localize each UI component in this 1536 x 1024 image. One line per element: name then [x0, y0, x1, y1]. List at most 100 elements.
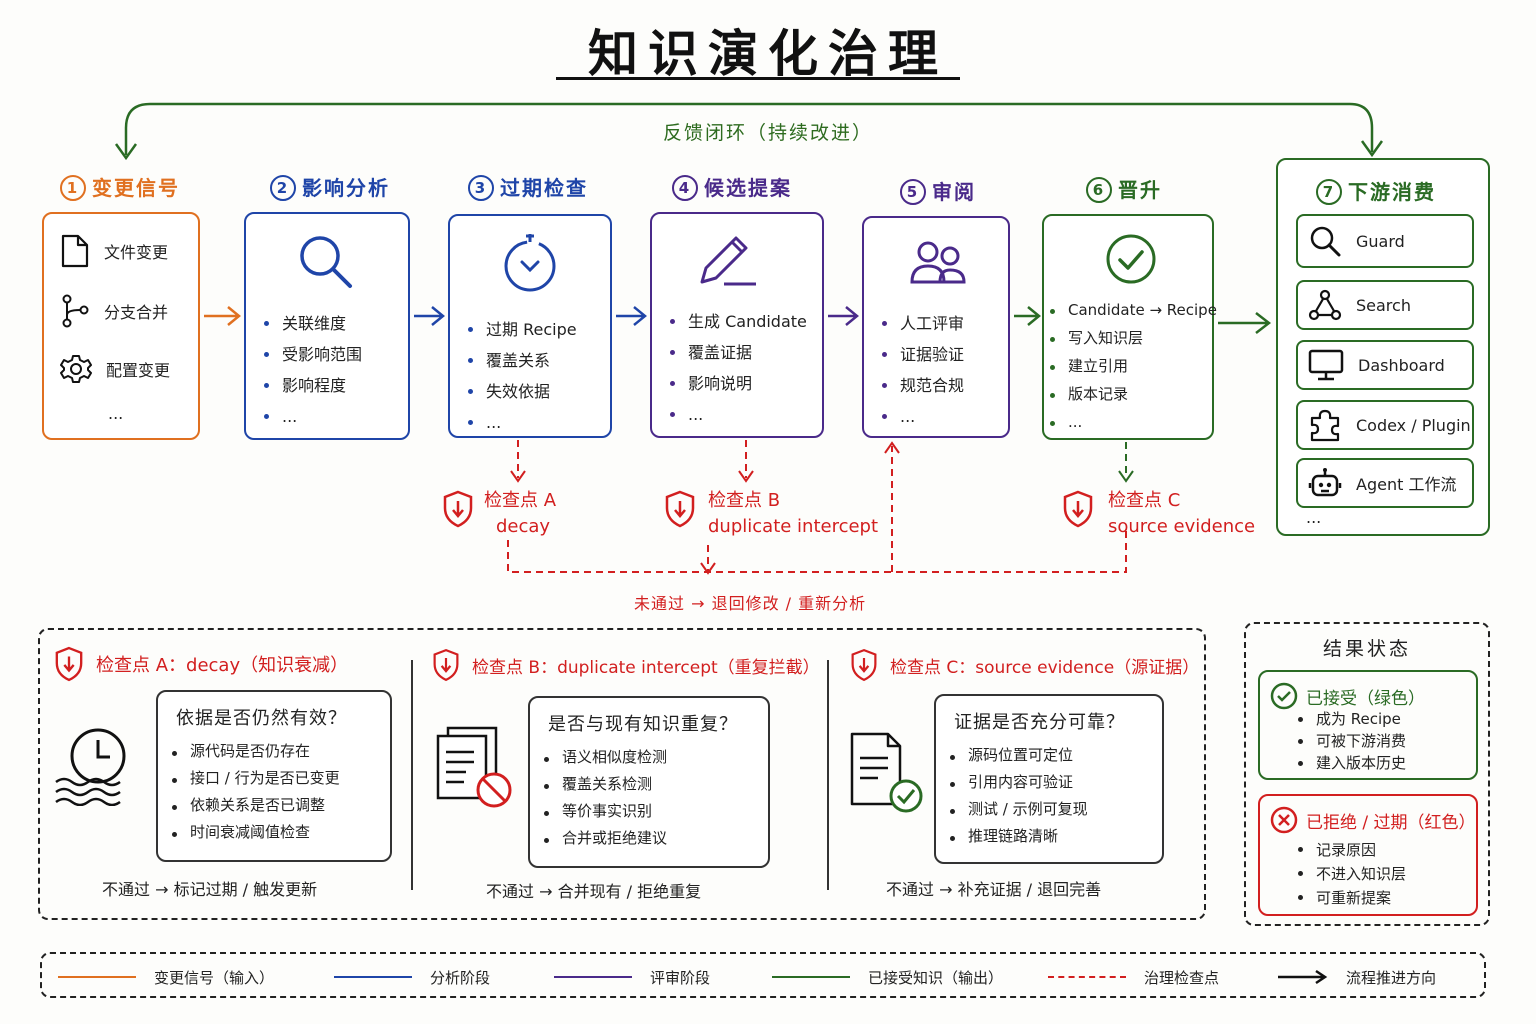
- legend-item-direction: 流程推进方向: [1276, 954, 1436, 1000]
- legend-item-review: 评审阶段: [554, 954, 710, 1000]
- shield-icon: [55, 646, 83, 682]
- stage-6-box: Candidate → Recipe 写入知识层 建立引用 版本记录 ...: [1042, 214, 1217, 440]
- close-circle-icon: [1270, 806, 1298, 834]
- state-accepted-item: 可被下游消费: [1296, 730, 1406, 752]
- magnifier-icon: [300, 236, 352, 288]
- stage-1-box: 文件变更 分支合并 配置变更 ...: [42, 212, 200, 440]
- detail-c-item: 测试 / 示例可复现: [948, 796, 1088, 823]
- consumer-codex-plugin[interactable]: Codex / Plugin: [1296, 400, 1474, 450]
- stage-6-item: 版本记录: [1048, 380, 1217, 408]
- detail-a-item: 源代码是否仍存在: [170, 738, 340, 765]
- file-icon: [61, 234, 89, 268]
- legend-item-checkpoint: 治理检查点: [1048, 954, 1219, 1000]
- stage-4-item: 影响说明: [668, 368, 807, 399]
- git-branch-icon: [62, 294, 89, 328]
- stage-2-item: 关联维度: [262, 308, 362, 339]
- detail-c-fail: 不通过 → 补充证据 / 退回完善: [886, 880, 1102, 899]
- title-underline: [556, 77, 960, 80]
- stage-4-item: 生成 Candidate: [668, 306, 807, 337]
- stage-3-item: 失效依据: [466, 376, 577, 407]
- detail-b-question-box: 是否与现有知识重复？ 语义相似度检测 覆盖关系检测 等价事实识别 合并或拒绝建议: [528, 696, 770, 868]
- timer-icon: [504, 234, 556, 292]
- feedback-loop-label: 反馈闭环（持续改进）: [662, 122, 873, 144]
- document-block-icon: [436, 726, 512, 808]
- detail-a-item: 依赖关系是否已调整: [170, 792, 340, 819]
- signal-file-change: 文件变更: [60, 234, 168, 268]
- detail-a-head: 检查点 A：decay（知识衰减）: [54, 646, 348, 682]
- legend-item-analysis: 分析阶段: [334, 954, 490, 1000]
- consumer-guard[interactable]: Guard: [1296, 214, 1474, 268]
- gear-icon: [60, 355, 92, 383]
- detail-b-question: 是否与现有知识重复？: [548, 714, 738, 735]
- detail-a-fail: 不通过 → 标记过期 / 触发更新: [102, 880, 318, 899]
- shield-icon: [433, 648, 459, 682]
- state-rejected-item: 不进入知识层: [1296, 862, 1406, 886]
- stage-4-box: 生成 Candidate 覆盖证据 影响说明 ...: [650, 212, 824, 438]
- detail-b-item: 覆盖关系检测: [542, 771, 667, 798]
- signal-config-change: 配置变更: [60, 352, 170, 386]
- stage-6-item: 写入知识层: [1048, 324, 1217, 352]
- result-states-title: 结果状态: [1322, 638, 1411, 660]
- document-check-icon: [850, 732, 923, 813]
- detail-c-question: 证据是否充分可靠？: [954, 712, 1125, 733]
- state-accepted-item: 成为 Recipe: [1296, 708, 1406, 730]
- detail-b-item: 语义相似度检测: [542, 744, 667, 771]
- detail-a-question: 依据是否仍然有效？: [176, 708, 347, 729]
- stage-2-item: 受影响范围: [262, 339, 362, 370]
- legend-item-accepted: 已接受知识（输出）: [772, 954, 1003, 1000]
- consumer-dashboard[interactable]: Dashboard: [1296, 340, 1474, 390]
- detail-b-item: 等价事实识别: [542, 798, 667, 825]
- stage-2-box: 关联维度 受影响范围 影响程度 ...: [244, 212, 410, 440]
- users-icon: [910, 241, 966, 284]
- state-rejected-item: 记录原因: [1296, 838, 1406, 862]
- legend-item-input: 变更信号（输入）: [58, 954, 274, 1000]
- detail-c-item: 引用内容可验证: [948, 769, 1088, 796]
- shield-icon: [665, 490, 695, 528]
- page-title: 知识演化治理: [588, 25, 948, 83]
- signal-more: ...: [108, 404, 124, 423]
- stage-5-item: ...: [880, 401, 964, 432]
- consumer-more: ...: [1306, 508, 1322, 527]
- state-accepted: 已接受（绿色） 成为 Recipe 可被下游消费 建入版本历史: [1258, 670, 1478, 780]
- state-accepted-item: 建入版本历史: [1296, 752, 1406, 774]
- stage-6-item: ...: [1048, 408, 1217, 436]
- detail-a-question-box: 依据是否仍然有效？ 源代码是否仍存在 接口 / 行为是否已变更 依赖关系是否已调…: [156, 690, 392, 862]
- robot-icon: [1308, 468, 1342, 497]
- stage-2-item: 影响程度: [262, 370, 362, 401]
- consumer-search[interactable]: Search: [1296, 280, 1474, 330]
- stage-5-item: 证据验证: [880, 339, 964, 370]
- checkpoint-paths: [507, 440, 1127, 573]
- stage-3-item: ...: [466, 407, 577, 438]
- stage-3-item: 覆盖关系: [466, 345, 577, 376]
- search-icon: [1310, 226, 1341, 257]
- network-icon: [1308, 289, 1342, 321]
- legend: 变更信号（输入） 分析阶段 评审阶段 已接受知识（输出） 治理检查点 流程推进方…: [40, 952, 1486, 998]
- detail-c-head: 检查点 C：source evidence（源证据）: [850, 648, 1199, 682]
- detail-a-item: 接口 / 行为是否已变更: [170, 765, 340, 792]
- clock-decay-icon: [55, 728, 126, 806]
- detail-b-fail: 不通过 → 合并现有 / 拒绝重复: [486, 882, 702, 901]
- detail-b-item: 合并或拒绝建议: [542, 825, 667, 852]
- check-circle-icon: [1106, 234, 1156, 284]
- puzzle-icon: [1310, 409, 1340, 442]
- shield-icon: [1063, 490, 1093, 528]
- stage-4-item: 覆盖证据: [668, 337, 807, 368]
- stage-3-box: 过期 Recipe 覆盖关系 失效依据 ...: [448, 214, 612, 438]
- consumer-agent-workflow[interactable]: Agent 工作流: [1296, 458, 1474, 508]
- state-rejected: 已拒绝 / 过期（红色） 记录原因 不进入知识层 可重新提案: [1258, 794, 1478, 916]
- stage-6-item: Candidate → Recipe: [1048, 296, 1217, 324]
- result-states-panel: 结果状态 已接受（绿色） 成为 Recipe 可被下游消费 建入版本历史 已拒绝…: [1244, 622, 1490, 926]
- detail-a-item: 时间衰减阈值检查: [170, 819, 340, 846]
- monitor-icon: [1308, 349, 1344, 381]
- arrow-right-icon: [1278, 969, 1328, 985]
- detail-c-question-box: 证据是否充分可靠？ 源码位置可定位 引用内容可验证 测试 / 示例可复现 推理链…: [934, 694, 1164, 864]
- detail-c-item: 推理链路清晰: [948, 823, 1088, 850]
- stage-5-item: 规范合规: [880, 370, 964, 401]
- signal-branch-merge: 分支合并: [60, 294, 168, 328]
